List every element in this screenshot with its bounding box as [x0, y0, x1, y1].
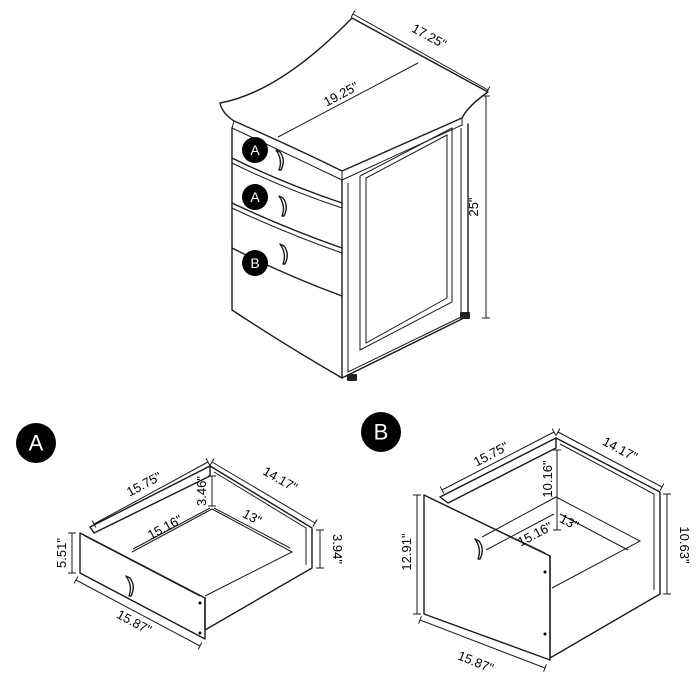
drawer-b-handle: [474, 538, 483, 560]
drawer-b-front-width-label: 15.87": [456, 648, 496, 676]
drawer-front-2: [231, 202, 343, 249]
cabinet-foot-front: [347, 374, 357, 381]
drawer-b-badge: B: [361, 412, 401, 452]
drawer-a-inner-width-label: 15.16": [145, 512, 185, 543]
drawer-front-3: [231, 247, 343, 297]
drawer-b-inner-height-label: 10.16": [540, 460, 555, 498]
drawer-handle-1: [275, 149, 284, 171]
svg-text:A: A: [29, 431, 44, 456]
svg-text:A: A: [250, 189, 260, 205]
drawer-a-inner-depth-label: 13": [240, 506, 264, 528]
drawer-a-front-height-label: 5.51": [54, 538, 69, 568]
drawer-a-badge: A: [16, 423, 56, 463]
drawer-front-1: [231, 157, 343, 204]
cabinet-badge-a2: A: [242, 184, 268, 210]
drawer-b-front-height-label: 12.91": [399, 533, 414, 571]
svg-text:A: A: [250, 142, 260, 158]
drawer-a-handle: [125, 575, 134, 597]
drawer-a-side-height-label: 3.94": [330, 534, 345, 564]
cabinet-front: [231, 127, 343, 379]
cabinet-height-label: 25": [466, 197, 481, 216]
drawer-b-inner-width-label: 15.16": [515, 519, 555, 550]
drawer-b-side: [549, 437, 661, 659]
svg-text:B: B: [250, 255, 259, 271]
cabinet-side: [341, 123, 469, 379]
cabinet-badge-b: B: [242, 250, 268, 276]
drawer-a-drawing: A 15.75" 14.17" 15.16" 13" 3.46" 5.51" 3…: [16, 423, 345, 650]
svg-text:B: B: [374, 420, 389, 445]
cabinet-foot-back: [460, 312, 470, 319]
drawer-a-side-depth-label: 14.17": [260, 463, 300, 495]
drawer-b-front: [423, 494, 551, 661]
cabinet-width-label: 19.25": [321, 79, 361, 110]
cabinet-badge-a1: A: [242, 137, 268, 163]
cabinet-depth-label: 17.25": [409, 20, 449, 51]
cabinet-drawing: A A B 17.25" 19.25" 25": [219, 10, 491, 381]
drawer-b-side-depth-label: 14.17": [600, 434, 640, 465]
drawer-a-inner-height-label: 3.46": [194, 476, 209, 506]
side-raised-panel: [359, 127, 453, 351]
cabinet-top: [219, 17, 489, 172]
drawer-a-back-width-label: 15.75": [124, 469, 164, 500]
drawer-b-side-height-label: 10.63": [677, 526, 692, 564]
drawer-a-side: [204, 465, 313, 631]
drawer-b-drawing: B 15.75" 14.17" 10.16" 15.16" 13" 12.91"…: [361, 412, 692, 676]
drawer-handle-3: [279, 243, 288, 265]
drawer-handle-2: [278, 195, 287, 217]
